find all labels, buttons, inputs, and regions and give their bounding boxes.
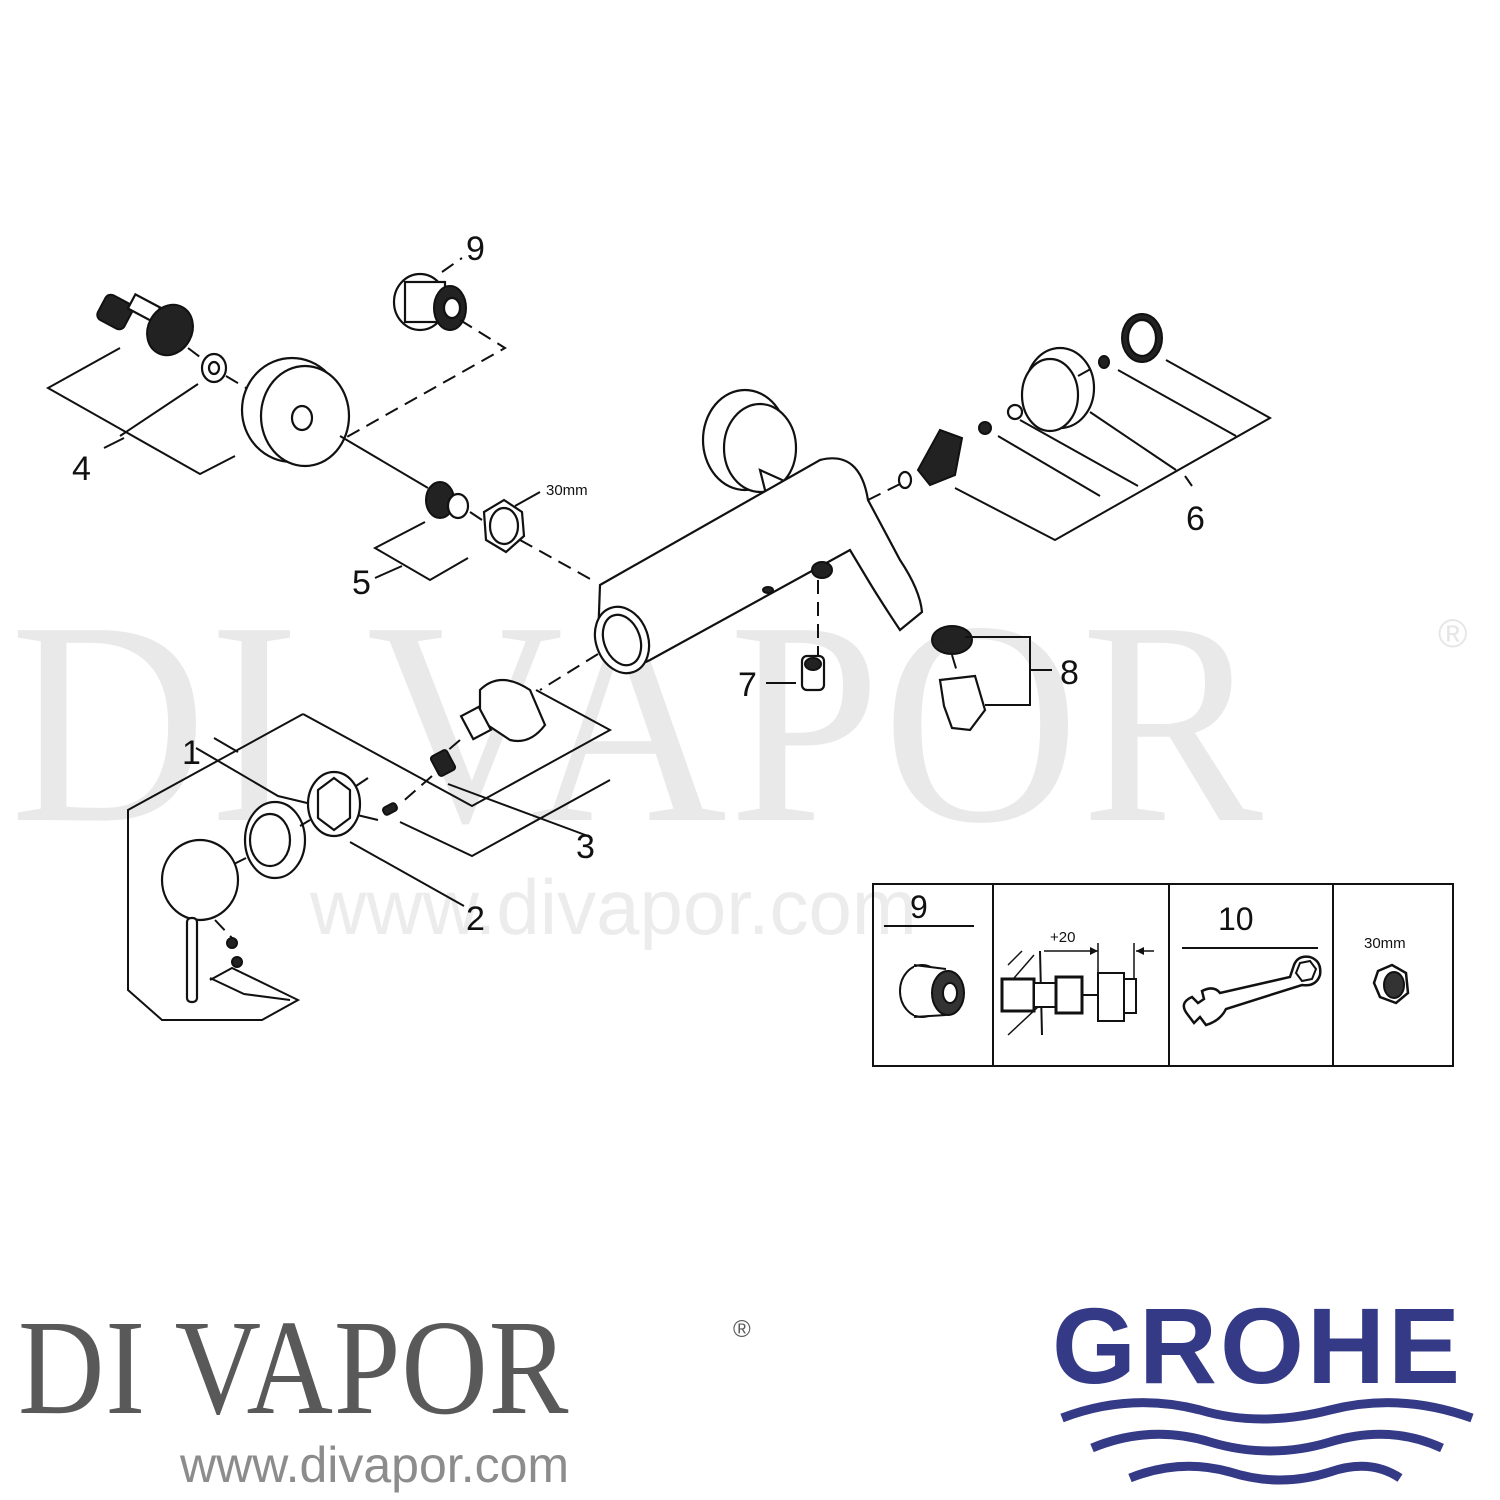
- callout-6: 6: [1186, 500, 1205, 538]
- watermark-registered: ®: [1438, 612, 1468, 656]
- callout-2: 2: [466, 900, 485, 938]
- dealer-logo: DI VAPOR: [18, 1293, 570, 1443]
- wall-projection-icon: [1000, 943, 1154, 1036]
- legend-cell-extension: 9: [874, 885, 994, 1065]
- legend-dimension: +20: [1050, 929, 1076, 946]
- dealer-registered-mark: ®: [733, 1316, 751, 1343]
- legend-divider: [1182, 947, 1318, 949]
- part-group-7: [766, 654, 826, 692]
- part-group-3: [302, 653, 613, 858]
- part-group-1-2: [127, 713, 465, 1021]
- part-group-5: [339, 435, 593, 582]
- legend-divider: [884, 925, 974, 927]
- part-group-9: [344, 257, 507, 439]
- legend-number-9: 9: [910, 889, 928, 925]
- legend-cell-dimension: +20: [994, 885, 1170, 1065]
- dealer-url[interactable]: www.divapor.com: [180, 1437, 570, 1493]
- wrench-icon: [1182, 955, 1322, 1027]
- extension-icon: [899, 964, 965, 1018]
- mixer-body: [593, 388, 924, 675]
- watermark-url: www.divapor.com: [310, 863, 917, 951]
- manufacturer-logo: GROHE: [1052, 1285, 1464, 1406]
- legend-cell-nut: 30mm: [1334, 885, 1452, 1065]
- nut-size-label: 30mm: [546, 482, 588, 499]
- part-group-8: [931, 625, 1052, 732]
- callout-4: 4: [72, 450, 91, 488]
- callout-3: 3: [576, 828, 595, 866]
- part-group-4: [45, 292, 351, 476]
- callout-8: 8: [1060, 654, 1079, 692]
- legend-number-10: 10: [1218, 901, 1254, 937]
- callout-5: 5: [352, 564, 371, 602]
- part-group-6: [867, 313, 1273, 542]
- callout-1: 1: [182, 734, 201, 772]
- legend-nut-size: 30mm: [1364, 935, 1406, 952]
- callout-9: 9: [466, 230, 485, 268]
- accessories-legend: 9 +20: [872, 883, 1454, 1067]
- hex-nut-icon: [1372, 963, 1410, 1005]
- legend-cell-wrench: 10: [1170, 885, 1334, 1065]
- callout-7: 7: [738, 666, 757, 704]
